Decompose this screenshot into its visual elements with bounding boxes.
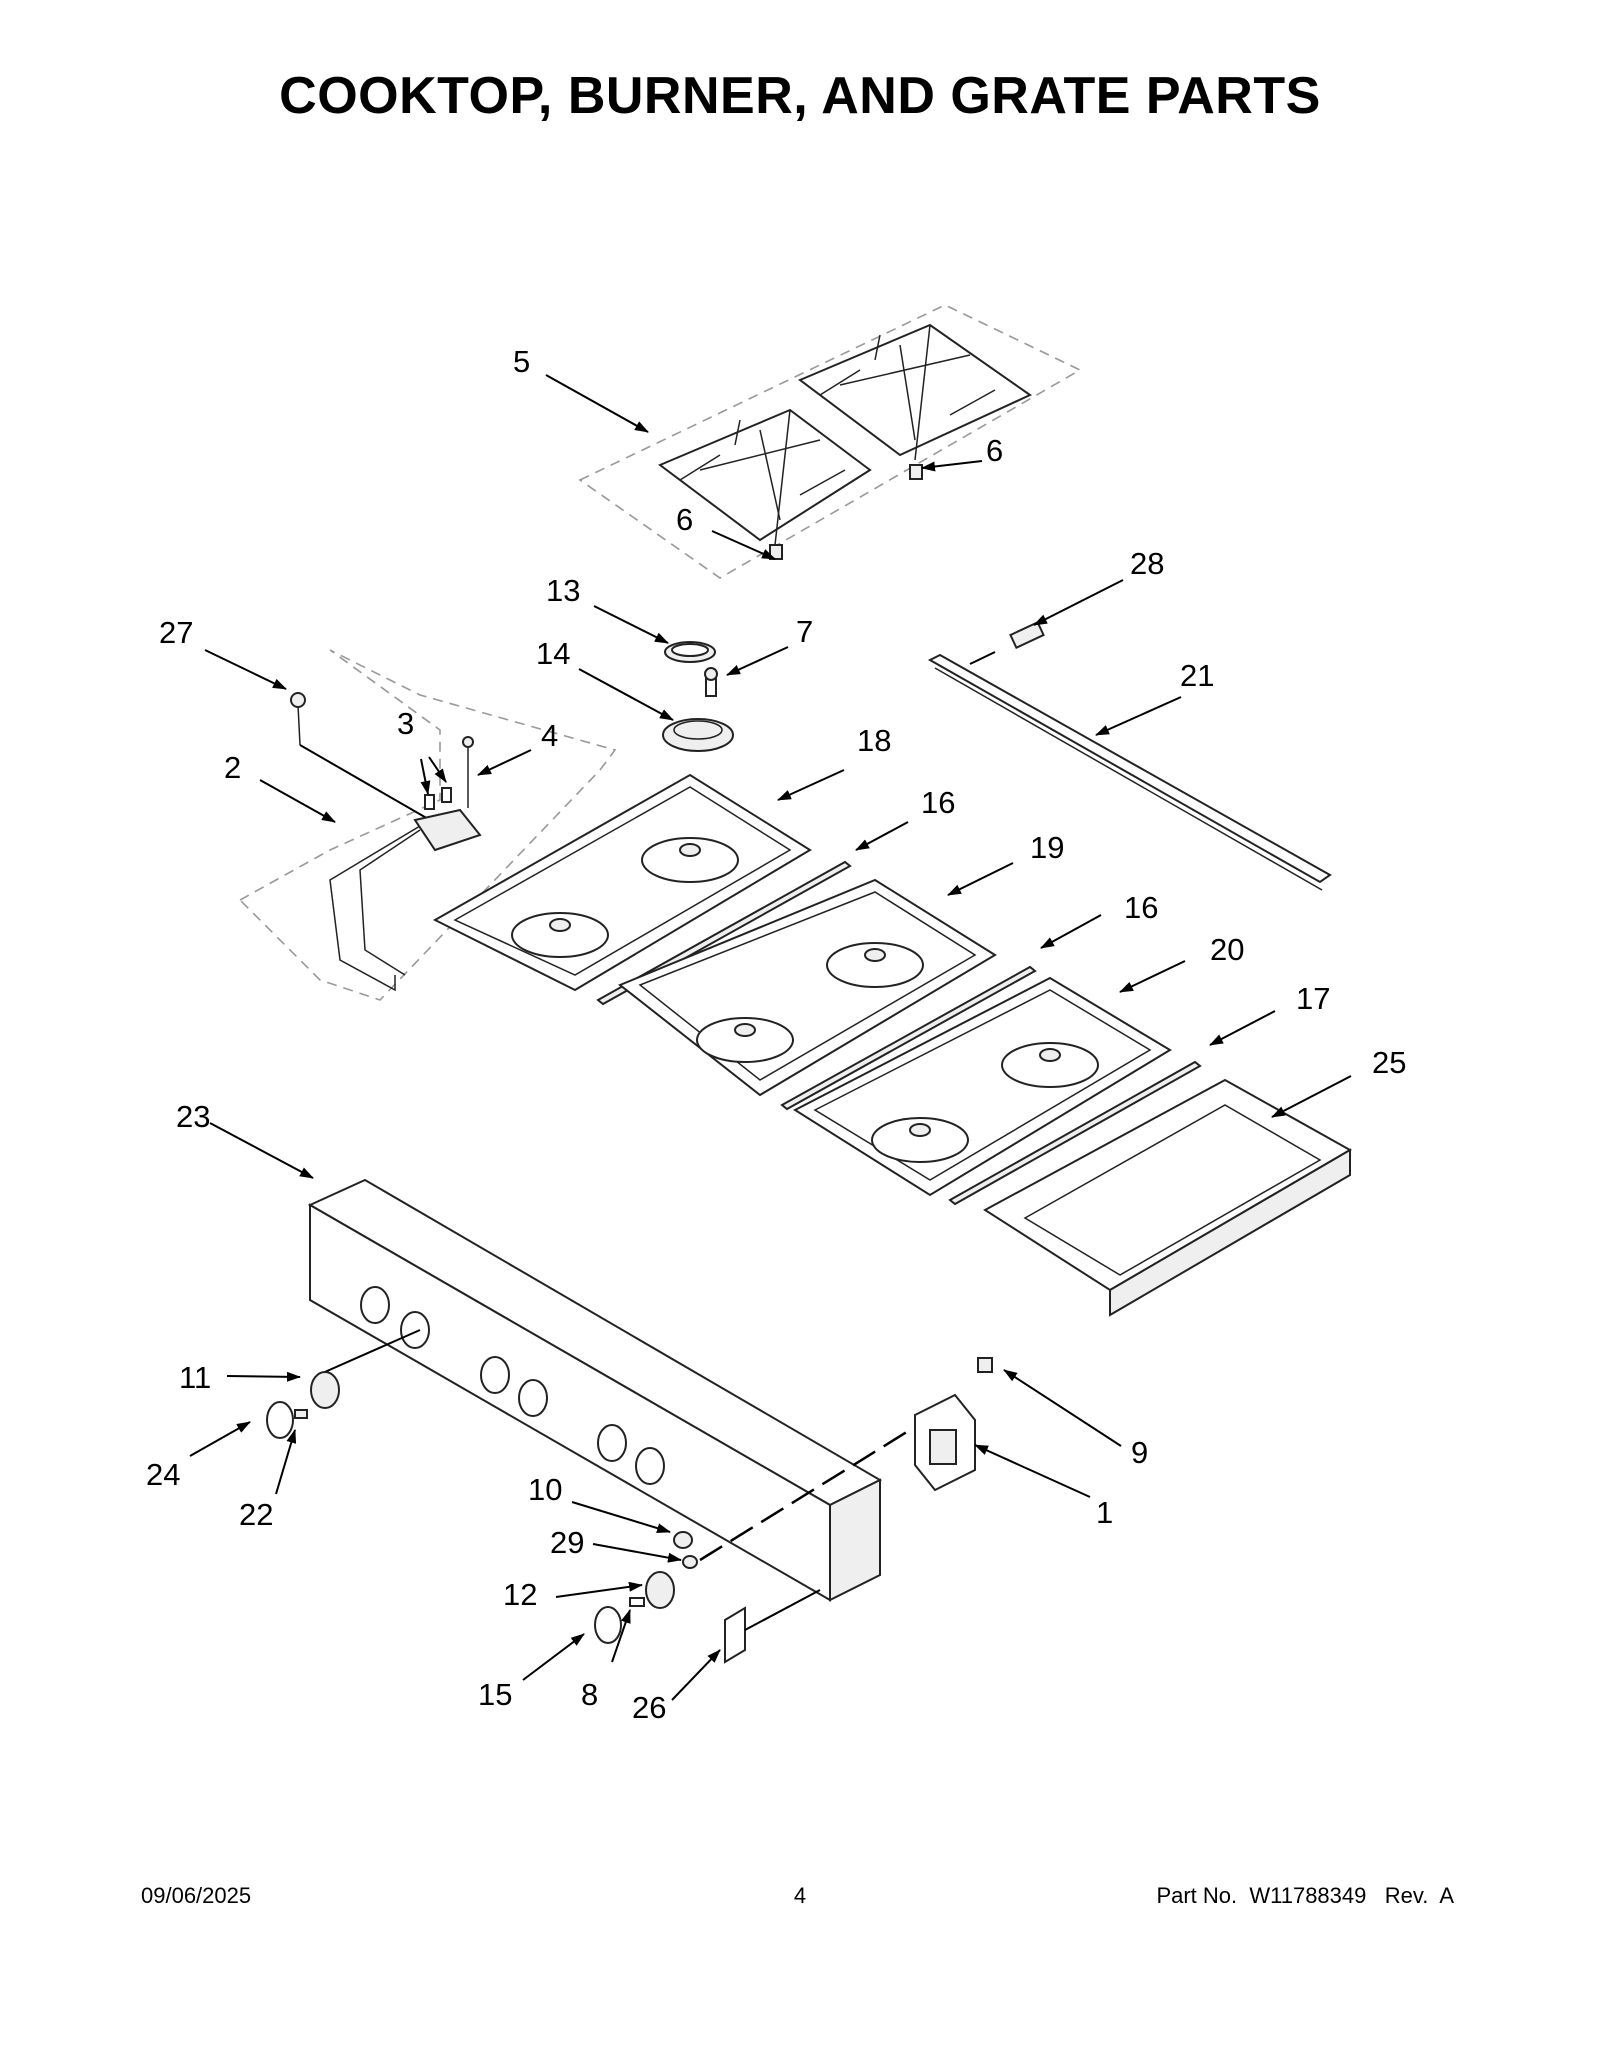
burner-cap-and-head <box>662 641 734 752</box>
griddle <box>983 1078 1353 1317</box>
callout-9: 9 <box>1131 1435 1148 1470</box>
callout-19: 19 <box>1030 830 1064 865</box>
grate-right <box>798 323 1032 480</box>
callout-16-upper: 16 <box>921 785 955 820</box>
callout-24: 24 <box>146 1457 180 1492</box>
callout-1: 1 <box>1096 1495 1113 1530</box>
callout-labels: 1 2 3 4 5 6 6 7 8 9 10 11 12 13 14 15 16… <box>146 344 1406 1725</box>
callout-15: 15 <box>478 1677 512 1712</box>
callout-27: 27 <box>159 615 193 650</box>
knob-center <box>594 1531 698 1644</box>
burner-pan-18 <box>432 773 812 992</box>
callout-6-left: 6 <box>676 502 693 537</box>
control-panel <box>307 1178 911 1602</box>
callout-13: 13 <box>546 573 580 608</box>
burner-pan-19 <box>618 878 997 1097</box>
footer-part-number: Part No. W11788349 Rev. A <box>1156 1883 1454 1908</box>
gas-manifold <box>238 649 617 1001</box>
callout-2: 2 <box>224 750 241 785</box>
callout-14: 14 <box>536 636 570 671</box>
callout-12: 12 <box>503 1577 537 1612</box>
trim-strip-17 <box>948 1060 1202 1206</box>
callout-22: 22 <box>239 1497 273 1532</box>
callout-29: 29 <box>550 1525 584 1560</box>
knob-left <box>266 1371 340 1439</box>
callout-16-lower: 16 <box>1124 890 1158 925</box>
callout-21: 21 <box>1180 658 1214 693</box>
callout-7: 7 <box>796 614 813 649</box>
callout-23: 23 <box>176 1099 210 1134</box>
callout-17: 17 <box>1296 981 1330 1016</box>
footer-date: 09/06/2025 <box>141 1883 252 1908</box>
rear-trim <box>927 620 1332 891</box>
callout-6-right: 6 <box>986 433 1003 468</box>
grate-assembly <box>578 304 1082 579</box>
callout-5: 5 <box>513 344 530 379</box>
callout-20: 20 <box>1210 932 1244 967</box>
callout-18: 18 <box>857 723 891 758</box>
footer-page-number: 4 <box>793 1883 807 1908</box>
callout-4: 4 <box>541 718 558 753</box>
igniter-module <box>724 1357 993 1664</box>
grate-left <box>658 408 872 560</box>
callout-3: 3 <box>397 706 414 741</box>
callout-10: 10 <box>528 1472 562 1507</box>
trim-strip-16-lower <box>780 965 1037 1111</box>
callout-26: 26 <box>632 1690 666 1725</box>
callout-11: 11 <box>179 1360 211 1395</box>
page-title: COOKTOP, BURNER, AND GRATE PARTS <box>279 67 1321 125</box>
callout-28: 28 <box>1130 546 1164 581</box>
callout-25: 25 <box>1372 1045 1406 1080</box>
burner-pan-20 <box>792 976 1172 1197</box>
callout-arrows <box>189 374 1352 1701</box>
callout-8: 8 <box>581 1677 598 1712</box>
